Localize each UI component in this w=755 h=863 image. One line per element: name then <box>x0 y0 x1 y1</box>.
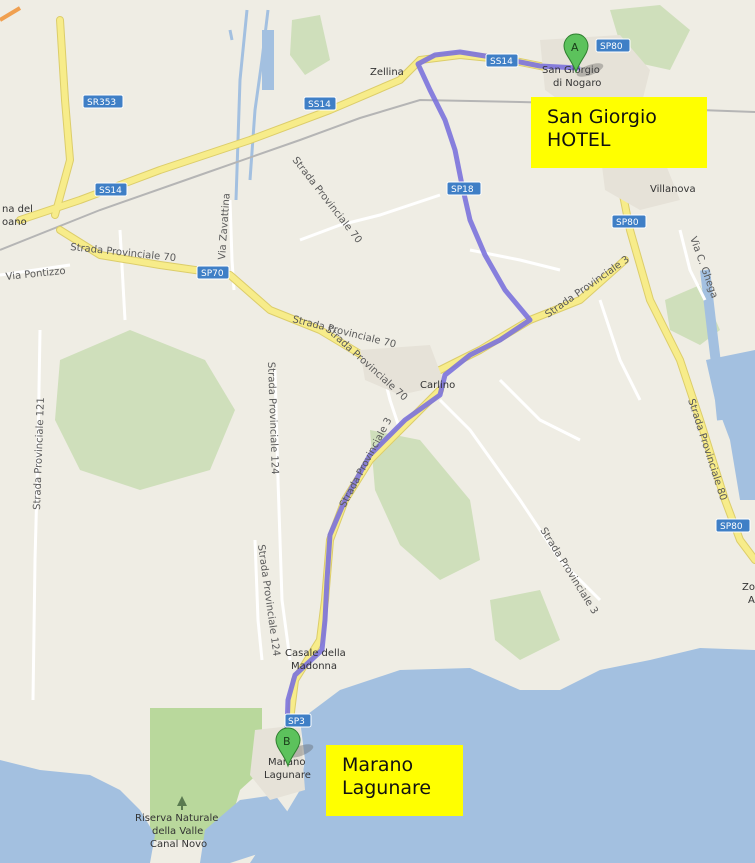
highway-shield-ss14-a: SS14 <box>303 96 337 111</box>
svg-text:SS14: SS14 <box>99 186 122 196</box>
svg-text:SS14: SS14 <box>490 57 513 67</box>
place-label-riserva-3: Canal Novo <box>150 839 207 850</box>
svg-text:SP80: SP80 <box>600 42 623 52</box>
svg-text:SP3: SP3 <box>288 717 305 727</box>
end-callout: Marano Lagunare <box>326 745 463 816</box>
place-label-riserva-1: Riserva Naturale <box>135 813 218 824</box>
highway-shield-sp3: SP3 <box>284 713 312 728</box>
place-label-edge-4: A <box>748 595 755 606</box>
svg-text:SP18: SP18 <box>451 185 474 195</box>
highway-corner <box>0 6 22 22</box>
place-label-zellina: Zellina <box>370 67 404 78</box>
highway-shield-sp18: SP18 <box>446 181 482 196</box>
svg-text:SR353: SR353 <box>87 98 116 108</box>
place-label-edge-1: na del <box>2 204 33 215</box>
basin <box>262 30 274 90</box>
highway-shield-sp80-b: SP80 <box>611 214 647 229</box>
place-label-riserva-2: della Valle <box>152 826 203 837</box>
place-label-madonna: Madonna <box>291 661 337 672</box>
harbour-east <box>706 350 755 500</box>
minor-roads <box>0 58 707 701</box>
end-marker-icon[interactable]: B <box>275 727 315 768</box>
svg-text:SP70: SP70 <box>201 269 224 279</box>
start-callout: San Giorgio HOTEL <box>531 97 707 168</box>
highway-shield-ss14-c: SS14 <box>485 53 519 68</box>
start-marker-icon[interactable]: A <box>563 33 605 79</box>
place-label-edge-2: oano <box>2 217 27 228</box>
highway-shield-sp80-a: SP80 <box>595 38 631 53</box>
end-marker-label: B <box>283 735 291 748</box>
road-label-sp124-a: Strada Provinciale 124 <box>265 362 280 475</box>
place-label-carlino: Carlino <box>420 380 455 391</box>
highway-shield-ss14-b: SS14 <box>94 182 128 197</box>
svg-text:SS14: SS14 <box>308 100 331 110</box>
place-label-di-nogaro: di Nogaro <box>553 78 601 89</box>
svg-text:SP80: SP80 <box>720 522 743 532</box>
vegetation-areas <box>55 5 720 660</box>
highway-shield-sr353: SR353 <box>82 94 124 109</box>
start-marker-label: A <box>571 41 579 54</box>
highway-shield-sp80-c: SP80 <box>715 518 751 533</box>
place-label-villanova: Villanova <box>650 184 696 195</box>
highway-shield-sp70: SP70 <box>196 265 230 280</box>
place-label-lagunare: Lagunare <box>264 770 311 781</box>
lagoon-channel <box>200 795 290 863</box>
svg-text:SP80: SP80 <box>616 218 639 228</box>
road-label-via-zavattina: Via Zavattina <box>217 193 233 260</box>
tree-icon <box>177 796 187 810</box>
place-label-casale: Casale della <box>285 648 346 659</box>
place-label-san-giorgio: San Giorgio <box>542 65 600 76</box>
route-line <box>284 49 581 758</box>
place-label-edge-3: Zo <box>742 582 755 593</box>
road-label-sp121: Strada Provinciale 121 <box>32 397 47 510</box>
